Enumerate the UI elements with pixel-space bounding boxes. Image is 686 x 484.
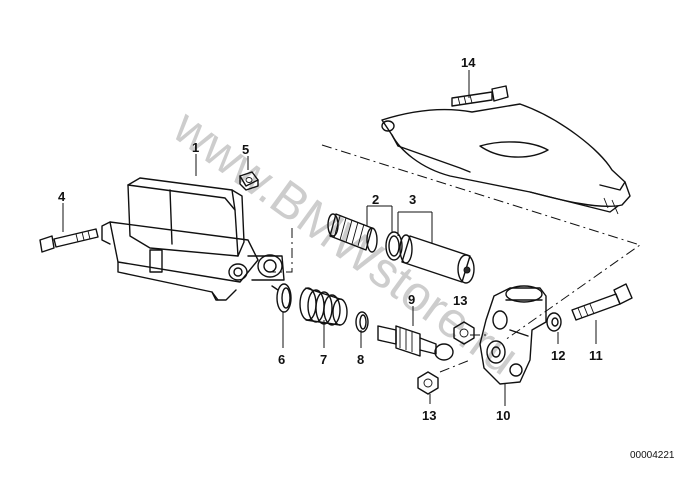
callout-2: 2 (372, 192, 379, 207)
callout-7: 7 (320, 352, 327, 367)
clamp-6-drawing (271, 283, 292, 313)
callout-1: 1 (192, 140, 199, 155)
callout-11: 11 (589, 348, 603, 363)
boot-7-drawing (299, 287, 348, 326)
bolt-4-drawing (39, 228, 99, 253)
callout-9: 9 (408, 292, 415, 307)
callout-14: 14 (461, 55, 476, 70)
callout-8: 8 (357, 352, 364, 367)
bracket-10-drawing (479, 285, 547, 385)
callout-3: 3 (409, 192, 416, 207)
rod-9-drawing (377, 325, 454, 361)
callout-6: 6 (278, 352, 285, 367)
bolt-11-drawing (571, 283, 633, 321)
assembly-line-bolt-seat (268, 228, 293, 273)
callout-5: 5 (242, 142, 249, 157)
control-arm-drawing (381, 103, 631, 215)
reservoir-3-drawing (399, 234, 475, 284)
callout-12: 12 (551, 348, 565, 363)
assembly-line-arm (321, 144, 642, 341)
callout-13-lower: 13 (422, 408, 436, 423)
callout-10: 10 (496, 408, 510, 423)
filter-2-drawing (327, 213, 403, 261)
assembly-line-nut-lower (439, 359, 471, 373)
clip-8-drawing (355, 311, 369, 333)
washer-12-drawing (546, 312, 562, 332)
bolt-14-drawing (451, 85, 509, 107)
callout-labels: 1 5 4 2 3 6 7 8 9 13 13 10 12 11 14 (58, 55, 603, 423)
callout-13-upper: 13 (453, 293, 467, 308)
control-unit-1-drawing (101, 177, 285, 301)
nut-13-lower-drawing (417, 371, 439, 395)
nut-5-drawing (239, 171, 259, 191)
leader-lines (62, 70, 597, 406)
nut-13-upper-drawing (453, 321, 475, 345)
callout-4: 4 (58, 189, 66, 204)
diagram-code: 00004221 (630, 450, 675, 461)
